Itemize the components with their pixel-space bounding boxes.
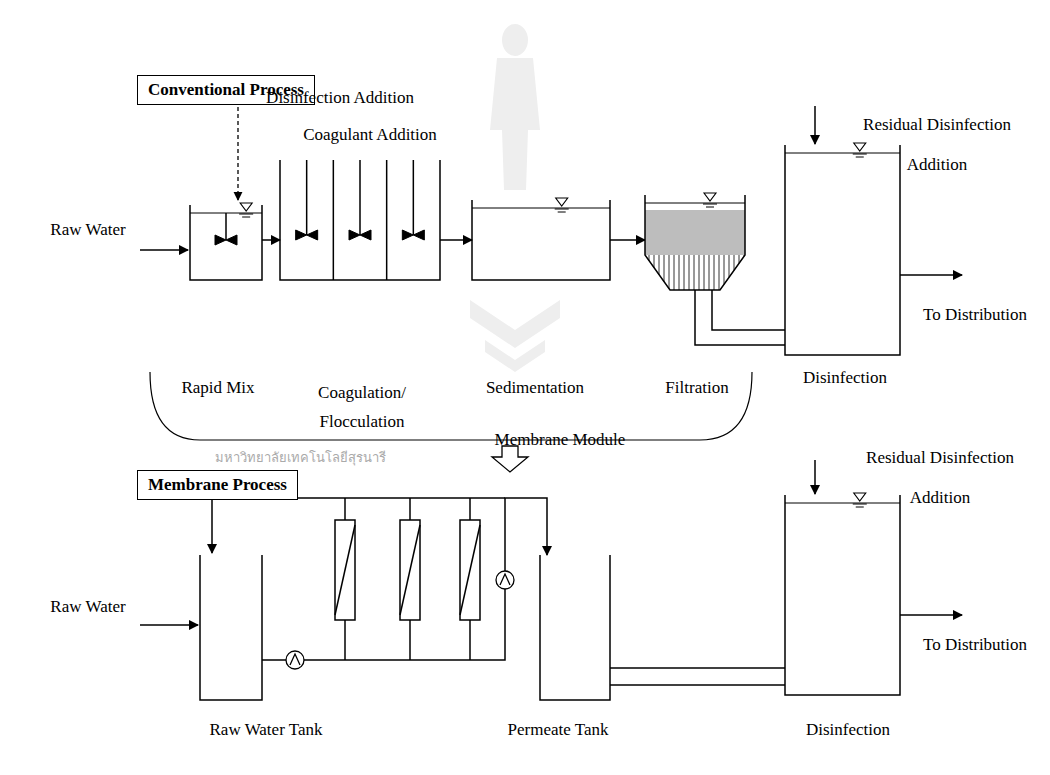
pump-symbol bbox=[290, 654, 300, 665]
unit-label: Disinfection bbox=[803, 368, 887, 388]
watermark-logo bbox=[490, 58, 540, 190]
dosing-label: Disinfection Addition bbox=[266, 88, 414, 108]
membrane-module bbox=[460, 520, 480, 620]
membrane-module bbox=[335, 525, 355, 615]
pump-symbol bbox=[286, 571, 514, 669]
unit-label: Sedimentation bbox=[486, 378, 584, 398]
pump-symbol bbox=[496, 571, 514, 589]
pipe-connector bbox=[440, 239, 472, 241]
raw-water-tank-outline bbox=[200, 555, 262, 700]
membrane-module bbox=[460, 525, 480, 615]
outflow-arrow bbox=[900, 274, 962, 276]
outflow-label: To Distribution bbox=[923, 305, 1027, 325]
unit-label: Coagulation/ Flocculation bbox=[312, 378, 412, 436]
membrane-piping bbox=[469, 620, 471, 660]
raw-water-tank-shape bbox=[200, 555, 262, 700]
dosing-label: Coagulant Addition bbox=[303, 125, 437, 145]
watermark-logo bbox=[470, 24, 560, 372]
dosing-dashed-arrow bbox=[238, 98, 264, 200]
flocculation-tank-outline bbox=[280, 160, 440, 280]
rapid-mix-tank-shape bbox=[190, 205, 262, 280]
transition-arrow bbox=[492, 446, 528, 472]
outflow-arrow bbox=[900, 614, 962, 616]
dosing-arrow bbox=[814, 106, 816, 494]
disinfection-tank-shape bbox=[785, 145, 900, 355]
membrane-module bbox=[400, 525, 420, 615]
pump-symbol bbox=[500, 574, 510, 585]
rapid-mix-tank-outline bbox=[190, 203, 262, 280]
permeate-tank-shape bbox=[540, 555, 610, 700]
watermark-logo bbox=[470, 300, 560, 348]
filter-unit-shape bbox=[645, 195, 745, 290]
pipe-connector bbox=[262, 239, 280, 241]
unit-label: Filtration bbox=[665, 378, 728, 398]
pipe-wall bbox=[610, 667, 785, 669]
outflow-arrow bbox=[900, 275, 962, 615]
unit-label: Rapid Mix bbox=[181, 378, 254, 398]
membrane-piping bbox=[409, 498, 411, 520]
pipe-connector bbox=[262, 498, 547, 660]
permeate-tank-outline bbox=[540, 555, 610, 700]
dosing-arrow bbox=[814, 460, 816, 494]
unit-label: Permeate Tank bbox=[508, 720, 609, 740]
membrane-module bbox=[335, 520, 355, 620]
pipe-connector bbox=[610, 684, 785, 686]
inflow-label: Raw Water bbox=[50, 597, 125, 617]
flocculation-tank-shape bbox=[280, 195, 440, 280]
sedimentation-tank-outline bbox=[472, 198, 610, 280]
membrane-piping bbox=[469, 498, 471, 520]
sedimentation-tank-shape bbox=[472, 200, 610, 280]
membrane-piping bbox=[344, 620, 346, 660]
watermark-logo bbox=[502, 24, 528, 56]
watermark-logo bbox=[485, 340, 545, 372]
dosing-arrow bbox=[814, 106, 816, 144]
pipe-wall bbox=[610, 290, 785, 668]
inflow-label: Raw Water bbox=[50, 220, 125, 240]
disinfection-tank: Disinfection bbox=[785, 145, 900, 355]
raw-water-arrow bbox=[140, 624, 198, 626]
disinfection-tank-outline bbox=[785, 493, 900, 695]
grouping-bracket bbox=[150, 372, 752, 440]
pipe-connector bbox=[610, 239, 645, 241]
membrane-piping bbox=[344, 498, 346, 520]
transition-arrow bbox=[492, 446, 528, 472]
module-label: Membrane Module bbox=[495, 430, 626, 450]
watermark-text: มหาวิทยาลัยเทคโนโลยีสุรนารี bbox=[215, 450, 386, 466]
pump-symbol bbox=[286, 651, 304, 669]
permeate-tank: Permeate Tank bbox=[540, 555, 610, 700]
raw-water-arrow bbox=[140, 250, 198, 625]
membrane-module bbox=[400, 520, 420, 620]
disinfection-tank: Disinfection bbox=[785, 495, 900, 695]
disinfection-tank-shape bbox=[785, 495, 900, 695]
filter-unit-outline bbox=[645, 193, 745, 290]
raw-water-tank: Raw Water Tank bbox=[200, 555, 262, 700]
pipe-wall bbox=[712, 290, 785, 330]
process-title-box: Membrane Process bbox=[137, 470, 298, 500]
unit-label: Raw Water Tank bbox=[210, 720, 323, 740]
dosing-label: Residual Disinfection Addition bbox=[850, 438, 1030, 518]
dosing-dashed-arrow bbox=[238, 98, 264, 200]
rapid-mix-tank: Rapid Mix bbox=[190, 205, 262, 280]
membrane-module bbox=[335, 520, 480, 620]
dosing-label: Residual Disinfection Addition bbox=[847, 105, 1027, 185]
outflow-label: To Distribution bbox=[923, 635, 1027, 655]
pipe-connector bbox=[695, 290, 785, 345]
flocculation-tank: Coagulation/ Flocculation bbox=[280, 195, 440, 280]
disinfection-tank-outline bbox=[785, 143, 900, 355]
process-title: Membrane Process bbox=[148, 475, 287, 495]
membrane-piping bbox=[409, 620, 411, 660]
membrane-piping bbox=[212, 498, 505, 660]
filter-unit: Filtration bbox=[645, 195, 745, 290]
sedimentation-tank: Sedimentation bbox=[472, 200, 610, 280]
grouping-bracket bbox=[150, 372, 752, 440]
unit-label: Disinfection bbox=[806, 720, 890, 740]
raw-water-arrow bbox=[140, 249, 188, 251]
